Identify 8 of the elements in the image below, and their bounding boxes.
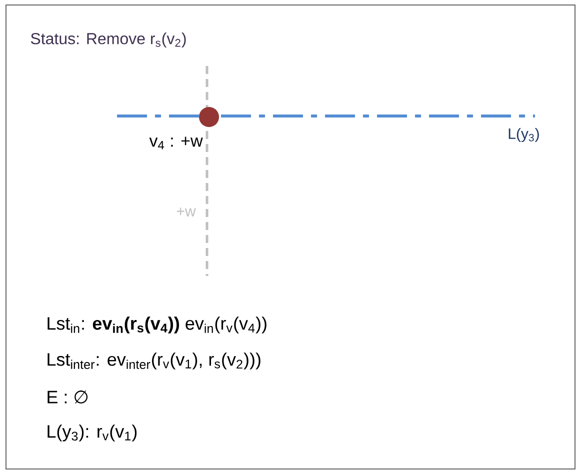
- list-entry: Lst$_{inter}$: ev$_{inter}$(r$_{v}$(v$_{1}$), r$_{s}$(v$_{2}$))): [48, 352, 260, 370]
- list-entry: Lst$_{in}$: ev$_{in}$(r$_{s}$(v$_{4}$)) ev$_{in}$(r$_{v}$(v$_{4}$)): [48, 316, 266, 334]
- set-entry: E : ∅: [48, 390, 88, 404]
- vertex-label: v$_{4}$ : +w: [149, 136, 203, 150]
- weight-label: +w: [176, 208, 196, 216]
- list-entry: L(y$_{3}$): r$_{v}$(v$_{1}$): [48, 424, 137, 442]
- title: Status: Remove r$_{s}$(v$_{2}$): [30, 32, 186, 48]
- line-label: L(y$_{3}$): [508, 128, 539, 142]
